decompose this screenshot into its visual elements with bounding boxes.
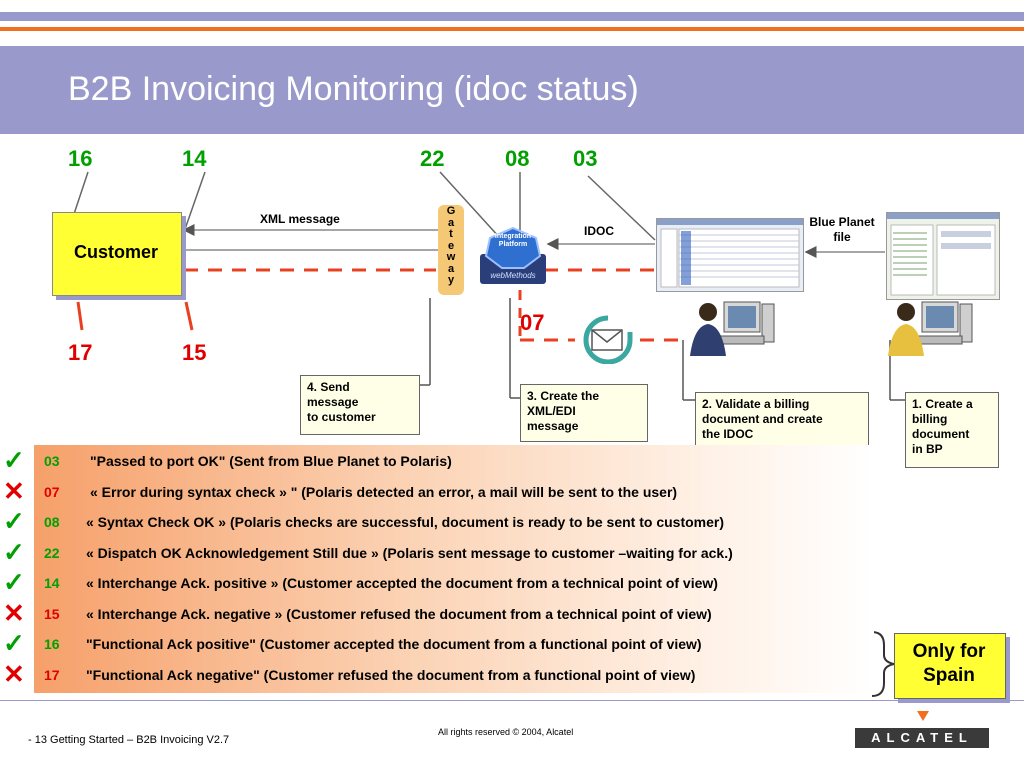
pointer-22	[439, 171, 501, 239]
bp-user-workstation-icon	[884, 296, 974, 360]
alcatel-logo	[855, 728, 989, 748]
blue-planet-file-label: Blue Planet file	[809, 215, 875, 244]
code-15-label: 15	[182, 340, 207, 365]
alcatel-logo-text: ALCATEL	[871, 730, 973, 745]
footer-divider	[0, 700, 1024, 701]
status-code: 15	[44, 605, 60, 622]
integration-platform-label: Integration Platform	[494, 233, 532, 248]
status-description: « Interchange Ack. negative » (Customer …	[86, 605, 712, 622]
code-16-label: 16	[68, 146, 93, 171]
customer-box	[52, 212, 182, 296]
status-code: 07	[44, 483, 60, 500]
status-description: « Error during syntax check » " (Polaris…	[90, 483, 678, 500]
pointer-17	[76, 301, 84, 331]
pointer-14	[183, 171, 206, 233]
xml-message-label: XML message	[260, 212, 340, 226]
status-description: « Dispatch OK Acknowledgement Still due …	[86, 544, 733, 561]
status-row: 22 « Dispatch OK Acknowledgement Still du…	[34, 539, 874, 569]
alcatel-logo-triangle-icon	[917, 711, 929, 721]
status-code: 14	[44, 575, 60, 591]
status-row: 03 "Passed to port OK" (Sent from Blue Pl…	[34, 447, 874, 477]
status-code-panel	[34, 445, 874, 693]
customer-label: Customer	[73, 242, 158, 262]
status-description: "Passed to port OK" (Sent from Blue Plan…	[90, 453, 452, 469]
status-row: 15 « Interchange Ack. negative » (Custome…	[34, 600, 874, 630]
status-code: 16	[44, 636, 60, 652]
status-code: 17	[44, 666, 60, 683]
status-row: 08 « Syntax Check OK » (Polaris checks ar…	[34, 508, 874, 538]
gateway-label: G a t e w a y	[446, 205, 456, 286]
cross-mark-icon: ✕	[3, 475, 25, 506]
status-description: "Functional Ack positive" (Customer acce…	[86, 636, 702, 652]
slide-title: B2B Invoicing Monitoring (idoc status)	[68, 70, 639, 108]
status-mark-column: ✓✕✓✓✓✕✓✕	[0, 447, 34, 693]
code-03-label: 03	[573, 146, 598, 171]
gateway-box	[438, 205, 464, 295]
idoc-label: IDOC	[584, 224, 614, 238]
code-07-label: 07	[520, 310, 545, 335]
status-description: « Interchange Ack. positive » (Customer …	[86, 575, 718, 591]
cross-mark-icon: ✕	[3, 597, 25, 628]
webmethods-label: webMethods	[490, 271, 536, 280]
check-mark-icon: ✓	[3, 628, 25, 658]
status-row: 16 "Functional Ack positive" (Customer ac…	[34, 630, 874, 660]
step3-box: 3. Create the XML/EDI message	[520, 384, 648, 442]
status-row: 07 « Error during syntax check » " (Polar…	[34, 478, 874, 508]
status-code: 22	[44, 544, 60, 561]
step2-box: 2. Validate a billing document and creat…	[695, 392, 869, 452]
check-mark-icon: ✓	[3, 506, 25, 536]
only-for-spain-box	[894, 633, 1006, 699]
status-code-list: 03 "Passed to port OK" (Sent from Blue Pl…	[34, 447, 874, 693]
check-mark-icon: ✓	[3, 445, 25, 475]
check-mark-icon: ✓	[3, 536, 25, 567]
only-for-spain-label: Only for Spain	[912, 641, 986, 686]
code-22-label: 22	[420, 146, 445, 171]
code-14-label: 14	[182, 146, 207, 171]
pointer-15	[184, 301, 194, 331]
status-description: « Syntax Check OK » (Polaris checks are …	[86, 514, 725, 530]
integration-platform-icon	[478, 226, 548, 286]
footer-copyright: All rights reserved © 2004, Alcatel	[438, 727, 574, 737]
sap-idoc-screen-thumbnail	[656, 218, 804, 292]
mail-icon	[578, 314, 638, 365]
check-mark-icon: ✓	[3, 567, 25, 597]
status-code: 03	[44, 453, 60, 469]
step4-box: 4. Send message to customer	[300, 375, 420, 435]
user-workstation-icon	[686, 296, 776, 360]
status-row: 17 "Functional Ack negative" (Customer re…	[34, 661, 874, 691]
title-bar	[0, 46, 1024, 134]
orange-accent-line	[0, 27, 1024, 31]
code-08-label: 08	[505, 146, 530, 171]
status-row: 14 « Interchange Ack. positive » (Custome…	[34, 569, 874, 599]
pointer-03	[587, 175, 656, 241]
step1-box: 1. Create a billing document in BP	[905, 392, 999, 468]
blue-planet-screen-thumbnail	[886, 212, 1000, 300]
status-code: 08	[44, 514, 60, 530]
footer-slide-info: - 13 Getting Started – B2B Invoicing V2.…	[28, 734, 230, 746]
spain-bracket	[871, 631, 895, 697]
top-accent-bar	[0, 12, 1024, 21]
code-17-label: 17	[68, 340, 93, 365]
cross-mark-icon: ✕	[3, 658, 25, 689]
status-description: "Functional Ack negative" (Customer refu…	[86, 666, 696, 683]
